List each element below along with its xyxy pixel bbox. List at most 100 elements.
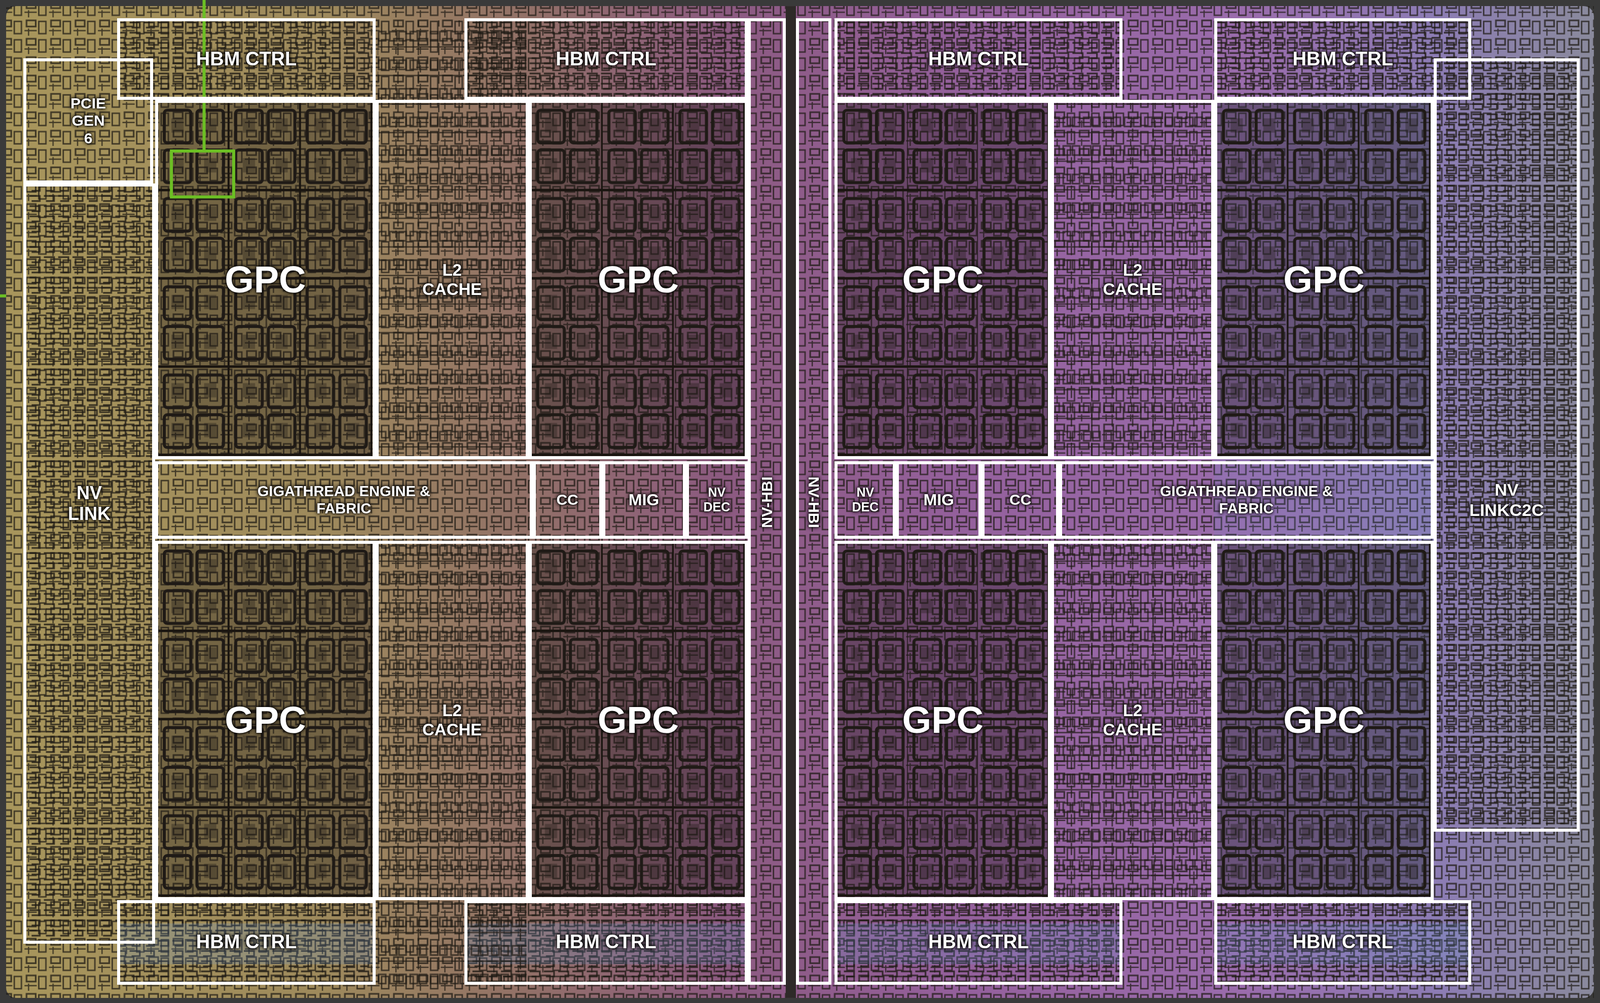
chip-block: GPC — [1214, 540, 1434, 901]
io-strip — [1214, 18, 1472, 100]
block-label: HBM CTRL — [1292, 931, 1394, 954]
cache-array — [1052, 99, 1213, 460]
die-texture — [6, 6, 1594, 999]
block-label: NV DEC — [702, 485, 732, 516]
chip-block: HBM CTRL — [117, 18, 376, 100]
sm-grid — [531, 102, 746, 457]
chip-block: GPC — [528, 99, 749, 460]
block-label: GPC — [1283, 258, 1365, 302]
block-label: GPC — [224, 258, 306, 302]
sm-grid — [158, 543, 373, 898]
block-label: L2 CACHE — [418, 260, 486, 300]
block-label: GPC — [902, 699, 984, 743]
chip-block: GPC — [155, 99, 376, 460]
block-label: MIG — [628, 490, 660, 510]
chip-block: L2 CACHE — [1050, 540, 1215, 901]
block-label: L2 CACHE — [418, 701, 486, 740]
chip-block: HBM CTRL — [1214, 18, 1472, 100]
sm-grid — [1217, 102, 1431, 457]
block-label: GPC — [1283, 699, 1365, 743]
io-strip — [117, 18, 376, 100]
block-label: HBM CTRL — [1292, 48, 1394, 71]
chip-block: NV-HBI — [795, 18, 832, 986]
block-label: NV LINK — [65, 482, 114, 525]
highlight-box — [171, 151, 234, 198]
block-label: GPC — [597, 258, 679, 302]
leader-line — [202, 0, 206, 152]
block-label: HBM CTRL — [928, 931, 1029, 954]
chip-block: HBM CTRL — [464, 18, 749, 100]
block-label: NV-HBI — [805, 476, 823, 529]
chip-block: NV DEC — [834, 461, 896, 539]
chip-block: HBM CTRL — [834, 900, 1123, 986]
tint — [834, 923, 1123, 965]
block-label: NV-HBI — [757, 476, 776, 529]
block-label: PCIE GEN 6 — [66, 94, 110, 148]
chip-block: GIGATHREAD ENGINE & FABRIC — [155, 461, 533, 539]
sm-highlight — [0, 0, 234, 297]
tint — [1214, 923, 1472, 965]
io-strip — [834, 18, 1123, 100]
die-gap — [785, 6, 796, 999]
chip-block: HBM CTRL — [464, 900, 749, 986]
chip-block: L2 CACHE — [375, 99, 529, 460]
io-strip — [834, 900, 1123, 986]
block-label: NV DEC — [850, 485, 881, 516]
chip-block: CC — [532, 461, 603, 539]
block-label: GPC — [597, 699, 679, 743]
block-label: L2 CACHE — [1099, 701, 1167, 740]
block-label: CC — [556, 491, 578, 509]
block-label: MIG — [923, 490, 955, 510]
chip-block: GPC — [834, 540, 1051, 901]
cache-array — [377, 20, 527, 460]
chip-block: NV LINKC2C — [1433, 58, 1580, 832]
sm-grid — [158, 102, 373, 457]
chip-block: HBM CTRL — [117, 900, 376, 986]
sm-grid — [531, 543, 746, 898]
block-label: GPC — [224, 699, 306, 743]
chip-block: GPC — [528, 540, 749, 901]
chip-block: HBM CTRL — [1214, 900, 1472, 986]
leader-tick — [0, 294, 7, 298]
chip-block: L2 CACHE — [375, 540, 529, 901]
cache-array — [1052, 540, 1213, 901]
die-surface — [6, 6, 1594, 999]
io-strip — [23, 183, 156, 944]
sm-grid — [837, 102, 1048, 457]
block-label: HBM CTRL — [555, 931, 657, 954]
cache-array — [377, 540, 527, 986]
chip-block: PCIE GEN 6 — [23, 58, 154, 185]
chip-block: L2 CACHE — [1050, 99, 1215, 460]
block-label: GIGATHREAD ENGINE & FABRIC — [1158, 483, 1335, 518]
block-label: NV LINKC2C — [1467, 480, 1547, 520]
chip-block: HBM CTRL — [834, 18, 1123, 100]
chip-block: NV-HBI — [747, 18, 786, 986]
sm-grid — [837, 543, 1048, 898]
chip-block: CC — [981, 461, 1060, 539]
chip-block: GPC — [155, 540, 376, 901]
sm-grid — [1217, 543, 1431, 898]
block-label: GIGATHREAD ENGINE & FABRIC — [255, 483, 432, 518]
chip-block: MIG — [602, 461, 686, 539]
block-label: HBM CTRL — [196, 48, 297, 71]
block-label: HBM CTRL — [555, 48, 657, 71]
block-label: GPC — [902, 258, 984, 302]
chip-block: NV LINK — [23, 183, 156, 944]
chip-block: GPC — [834, 99, 1051, 460]
chip-block: GPC — [1214, 99, 1434, 460]
io-texture — [23, 18, 1580, 986]
tint — [117, 923, 376, 965]
block-label: L2 CACHE — [1099, 260, 1167, 300]
chip-block: GIGATHREAD ENGINE & FABRIC — [1059, 461, 1434, 539]
block-label: HBM CTRL — [196, 931, 297, 954]
io-strip — [1433, 58, 1580, 832]
io-strip — [117, 900, 376, 986]
io-strip — [1214, 900, 1472, 986]
chip-block: NV DEC — [685, 461, 749, 539]
block-label: HBM CTRL — [928, 48, 1029, 71]
chip-block: MIG — [895, 461, 982, 539]
block-label: CC — [1009, 491, 1032, 509]
